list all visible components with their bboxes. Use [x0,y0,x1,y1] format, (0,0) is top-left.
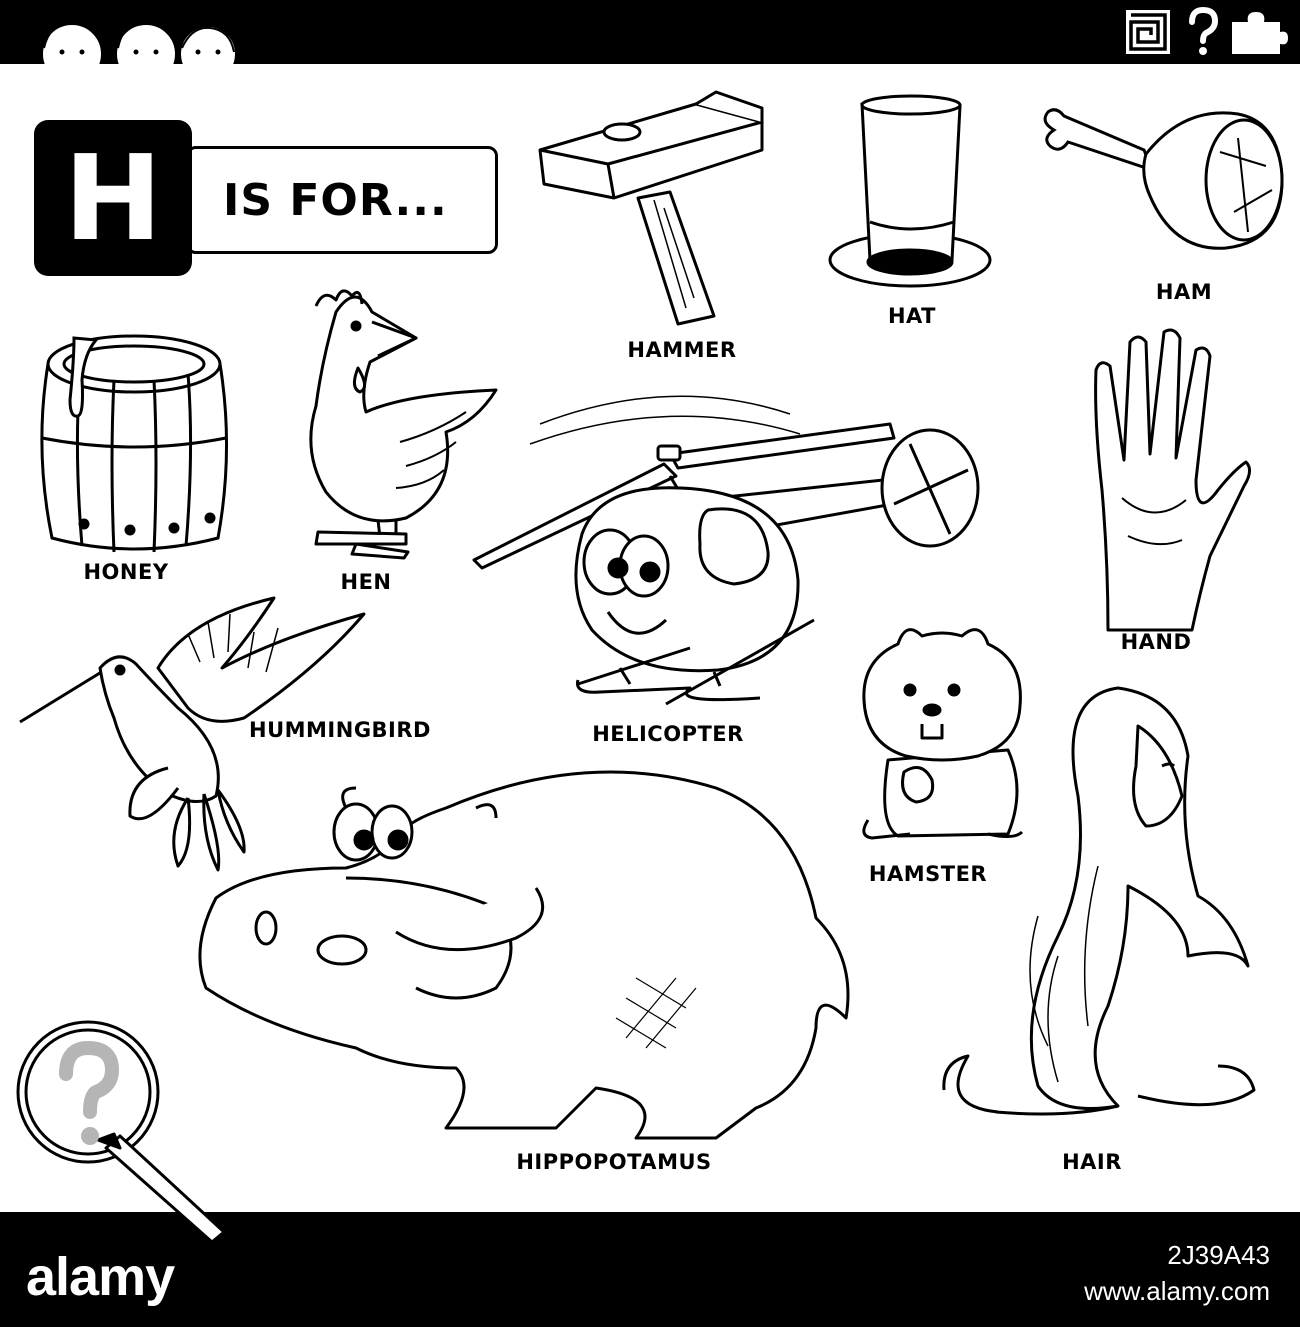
watermark-image-id: 2J39A43 [1167,1240,1270,1270]
word-honey: HONEY [83,560,169,584]
heading-text-box: IS FOR... [186,146,498,254]
word-hamster: HAMSTER [868,862,988,886]
word-hat: HAT [887,304,937,328]
question-mark-icon[interactable] [1188,8,1218,56]
hair-woman-icon [938,686,1260,1128]
watermark-logo: alamy [26,1247,175,1307]
word-hen: HEN [340,570,392,594]
hummingbird-icon [18,598,368,874]
hat-icon [828,96,992,290]
magnifier-question-icon [16,1020,224,1240]
hammer-icon [536,88,768,320]
hand-icon [1088,330,1250,632]
word-hummingbird: HUMMINGBIRD [249,718,431,742]
word-hammer: HAMMER [627,338,737,362]
word-hair: HAIR [1062,1150,1122,1174]
word-helicopter: HELICOPTER [592,722,744,746]
ham-icon [1034,92,1286,260]
heading-letter-box: H [34,120,192,276]
word-hippopotamus: HIPPOPOTAMUS [516,1150,712,1174]
word-hand: HAND [1120,630,1192,654]
hamster-icon [858,620,1028,844]
hen-icon [296,282,502,558]
top-bar [0,0,1300,64]
maze-icon[interactable] [1126,10,1170,54]
puzzle-piece-icon[interactable] [1230,8,1288,56]
heading-letter: H [61,129,166,267]
heading-text: IS FOR... [223,174,448,226]
helicopter-icon [470,384,990,712]
honey-barrel-icon [34,320,234,554]
hippopotamus-icon [196,768,852,1144]
watermark-site: www.alamy.com [1084,1276,1270,1306]
word-ham: HAM [1155,280,1213,304]
